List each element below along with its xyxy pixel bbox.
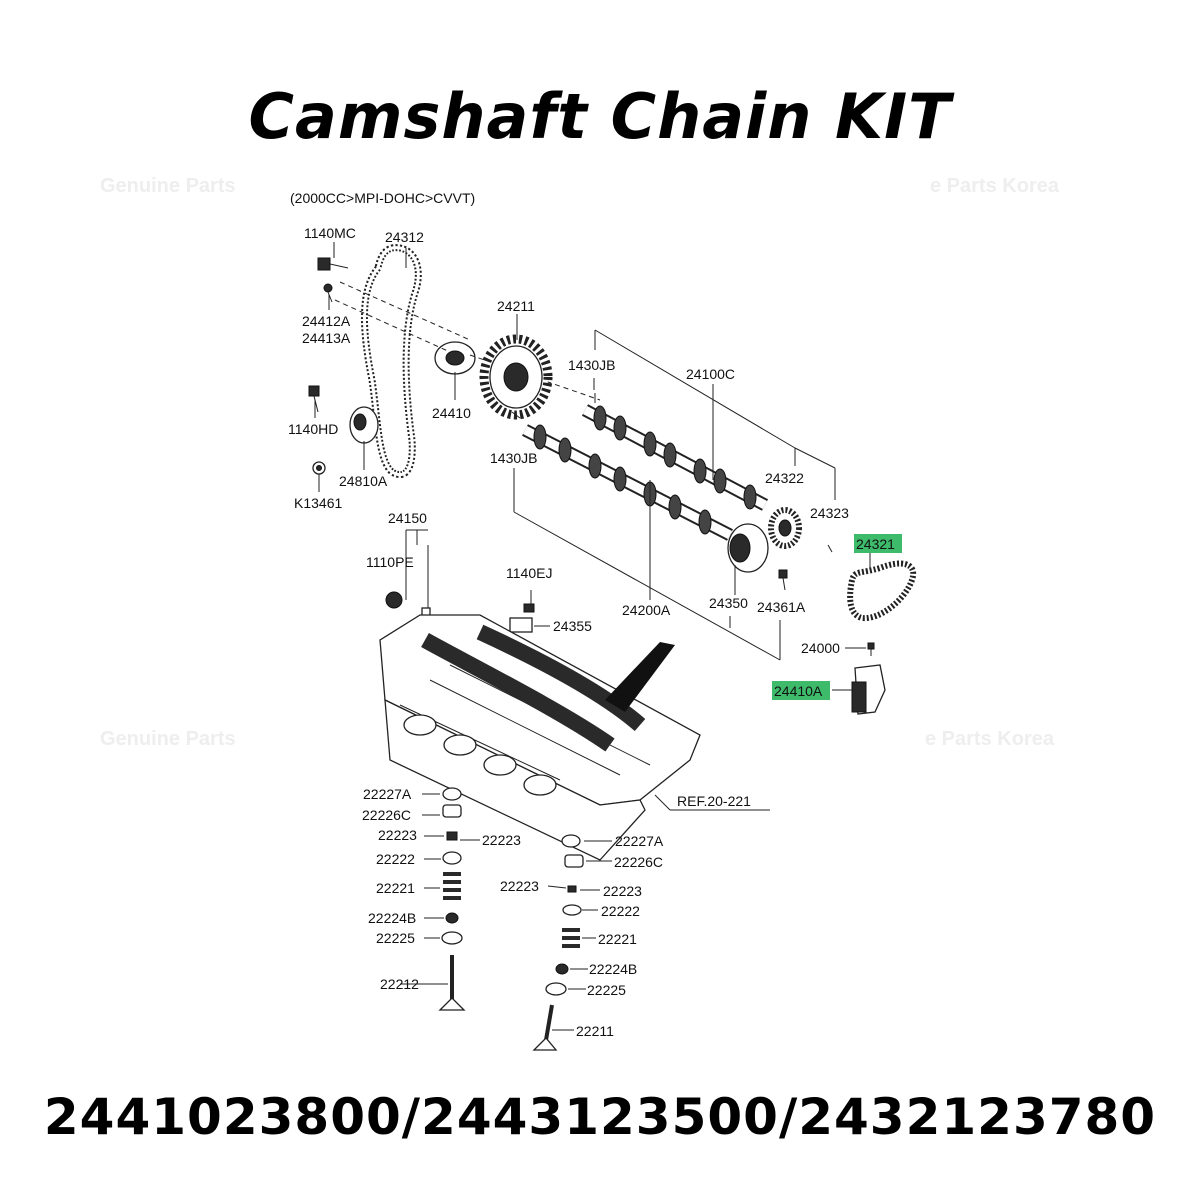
part-label: 24412A: [302, 313, 351, 329]
pin-24323: [827, 544, 833, 553]
part-label: 22223: [603, 883, 642, 899]
part-label: 1430JB: [490, 450, 537, 466]
cylinder-head: [379, 614, 701, 861]
exhaust-sprocket-24322: [768, 507, 802, 549]
cvvt-assembly-24350: [727, 523, 769, 573]
part-label: 1140MC: [304, 225, 356, 241]
valve-train-intake: [438, 787, 466, 1011]
part-label: 1110PE: [366, 554, 414, 570]
bolt-1140mc: [317, 257, 349, 271]
part-label: 24361A: [757, 599, 806, 615]
part-label: 22224B: [589, 961, 637, 977]
part-label-highlighted: 24410A: [774, 683, 823, 699]
part-label: 22223: [500, 878, 539, 894]
part-label: 24200A: [622, 602, 671, 618]
timing-belt: [360, 244, 422, 479]
camshaft-24100c: [581, 404, 769, 511]
part-label: 24355: [553, 618, 592, 634]
part-label: 22226C: [614, 854, 663, 870]
timing-chain-24321: [847, 560, 917, 622]
bolt-24000: [867, 642, 875, 656]
part-label: 22212: [380, 976, 419, 992]
leader-lines: [400, 793, 612, 1031]
part-label: 24000: [801, 640, 840, 656]
part-label: 24211: [497, 298, 535, 314]
part-label: 22211: [576, 1023, 614, 1039]
part-label: 22225: [376, 930, 415, 946]
page-title: Camshaft Chain KIT: [248, 80, 952, 153]
part-label: 22221: [598, 931, 637, 947]
bolt-1140hd: [308, 385, 320, 413]
part-label: 22223: [482, 832, 521, 848]
pin-1430jb: [511, 393, 596, 419]
chain-tensioner-24410a: [851, 664, 886, 715]
part-label: 24350: [709, 595, 748, 611]
part-label: 22222: [601, 903, 640, 919]
watermark: e Parts Korea: [930, 175, 1060, 197]
part-label: 24312: [385, 229, 424, 245]
part-label: 24322: [765, 470, 804, 486]
engine-variant-label: (2000CC>MPI-DOHC>CVVT): [290, 190, 475, 206]
part-label: K13461: [294, 495, 342, 511]
part-label: 24410: [432, 405, 471, 421]
camshaft-24200a: [522, 424, 733, 541]
part-label: 22226C: [362, 807, 411, 823]
highlight-24410a: [772, 681, 830, 700]
idler-24810a: [349, 406, 379, 444]
part-label: 24810A: [339, 473, 388, 489]
nut-k13461: [312, 461, 326, 475]
part-label: 1140EJ: [506, 565, 552, 581]
bolt-1140ej: [509, 603, 535, 633]
part-label: 24323: [810, 505, 849, 521]
callout-lines: [314, 242, 871, 811]
part-label: 22227A: [363, 786, 412, 802]
part-label: 24100C: [686, 366, 735, 382]
cam-sprocket-24211: [479, 334, 553, 420]
part-label: 1140HD: [288, 421, 338, 437]
part-label: 22221: [376, 880, 415, 896]
stud-24412a: [323, 283, 333, 303]
part-label: 24150: [388, 510, 427, 526]
part-label: 1430JB: [568, 357, 615, 373]
watermark: Genuine Parts: [100, 728, 236, 750]
part-label: 24413A: [302, 330, 351, 346]
tensioner-24410: [434, 341, 476, 375]
highlight-24321: [854, 534, 902, 553]
bolt-24361a: [778, 569, 788, 591]
part-numbers: 2441023800/2443123500/2432123780: [43, 1088, 1157, 1146]
part-label: REF.20-221: [677, 793, 751, 809]
part-label: 22227A: [615, 833, 664, 849]
watermark: Genuine Parts: [100, 175, 236, 197]
part-label: 22223: [378, 827, 417, 843]
part-label: 22222: [376, 851, 415, 867]
valve-train-exhaust: [532, 834, 584, 1051]
watermark: e Parts Korea: [925, 728, 1055, 750]
part-label: 22225: [587, 982, 626, 998]
part-label: 22224B: [368, 910, 416, 926]
part-label-highlighted: 24321: [856, 536, 895, 552]
